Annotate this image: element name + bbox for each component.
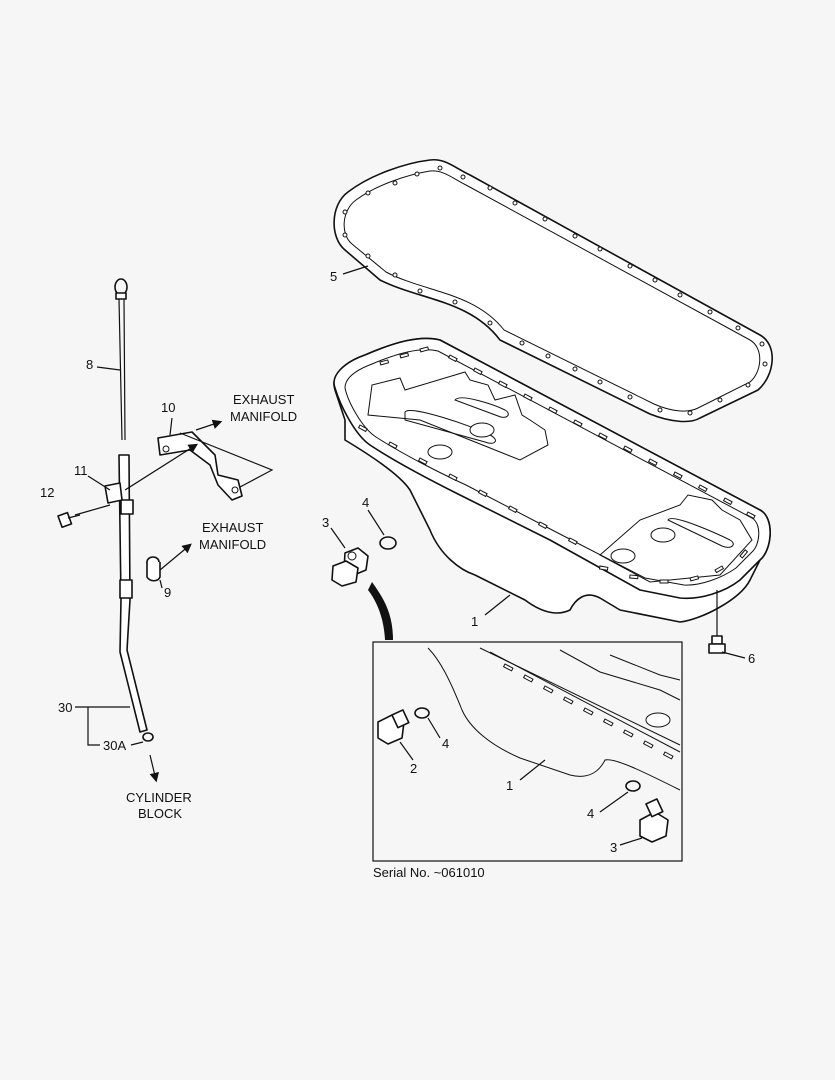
detail-pan [377, 647, 681, 843]
manifold-label-1: MANIFOLD [230, 409, 297, 424]
leader-lines [74, 265, 746, 846]
spacer [146, 556, 161, 582]
callout-1b: 1 [506, 778, 513, 793]
dipstick [114, 278, 128, 441]
exhaust-label-2: EXHAUST [202, 520, 263, 535]
diagram-text: EXHAUST MANIFOLD EXHAUST MANIFOLD CYLIND… [40, 269, 755, 880]
manifold-label-2: MANIFOLD [199, 537, 266, 552]
callout-30: 30 [58, 700, 72, 715]
callout-3b: 3 [610, 840, 617, 855]
cylinder-label: CYLINDER [126, 790, 192, 805]
callout-11: 11 [74, 463, 88, 478]
callout-4c: 4 [587, 806, 594, 821]
callout-6: 6 [748, 651, 755, 666]
exhaust-label-1: EXHAUST [233, 392, 294, 407]
callout-8: 8 [86, 357, 93, 372]
callout-30a: 30A [103, 738, 126, 753]
callout-12: 12 [40, 485, 54, 500]
callout-9: 9 [164, 585, 171, 600]
tube-clip [104, 482, 123, 504]
screw [57, 511, 81, 529]
callout-10: 10 [161, 400, 175, 415]
callout-2: 2 [410, 761, 417, 776]
block-label: BLOCK [138, 806, 182, 821]
bracket [157, 431, 243, 501]
callout-5: 5 [330, 269, 337, 284]
detail-inset [372, 641, 683, 862]
detail-arrow [368, 582, 393, 640]
o-ring [379, 536, 397, 550]
callout-4: 4 [362, 495, 369, 510]
callout-4b: 4 [442, 736, 449, 751]
serial-note: Serial No. ~061010 [373, 865, 485, 880]
callout-1: 1 [471, 614, 478, 629]
oil-pan-gasket [333, 158, 773, 423]
pan-bolt [708, 590, 726, 654]
dipstick-tube [118, 454, 154, 742]
callout-3: 3 [322, 515, 329, 530]
oil-pan [333, 337, 771, 623]
drain-plug [331, 547, 369, 587]
